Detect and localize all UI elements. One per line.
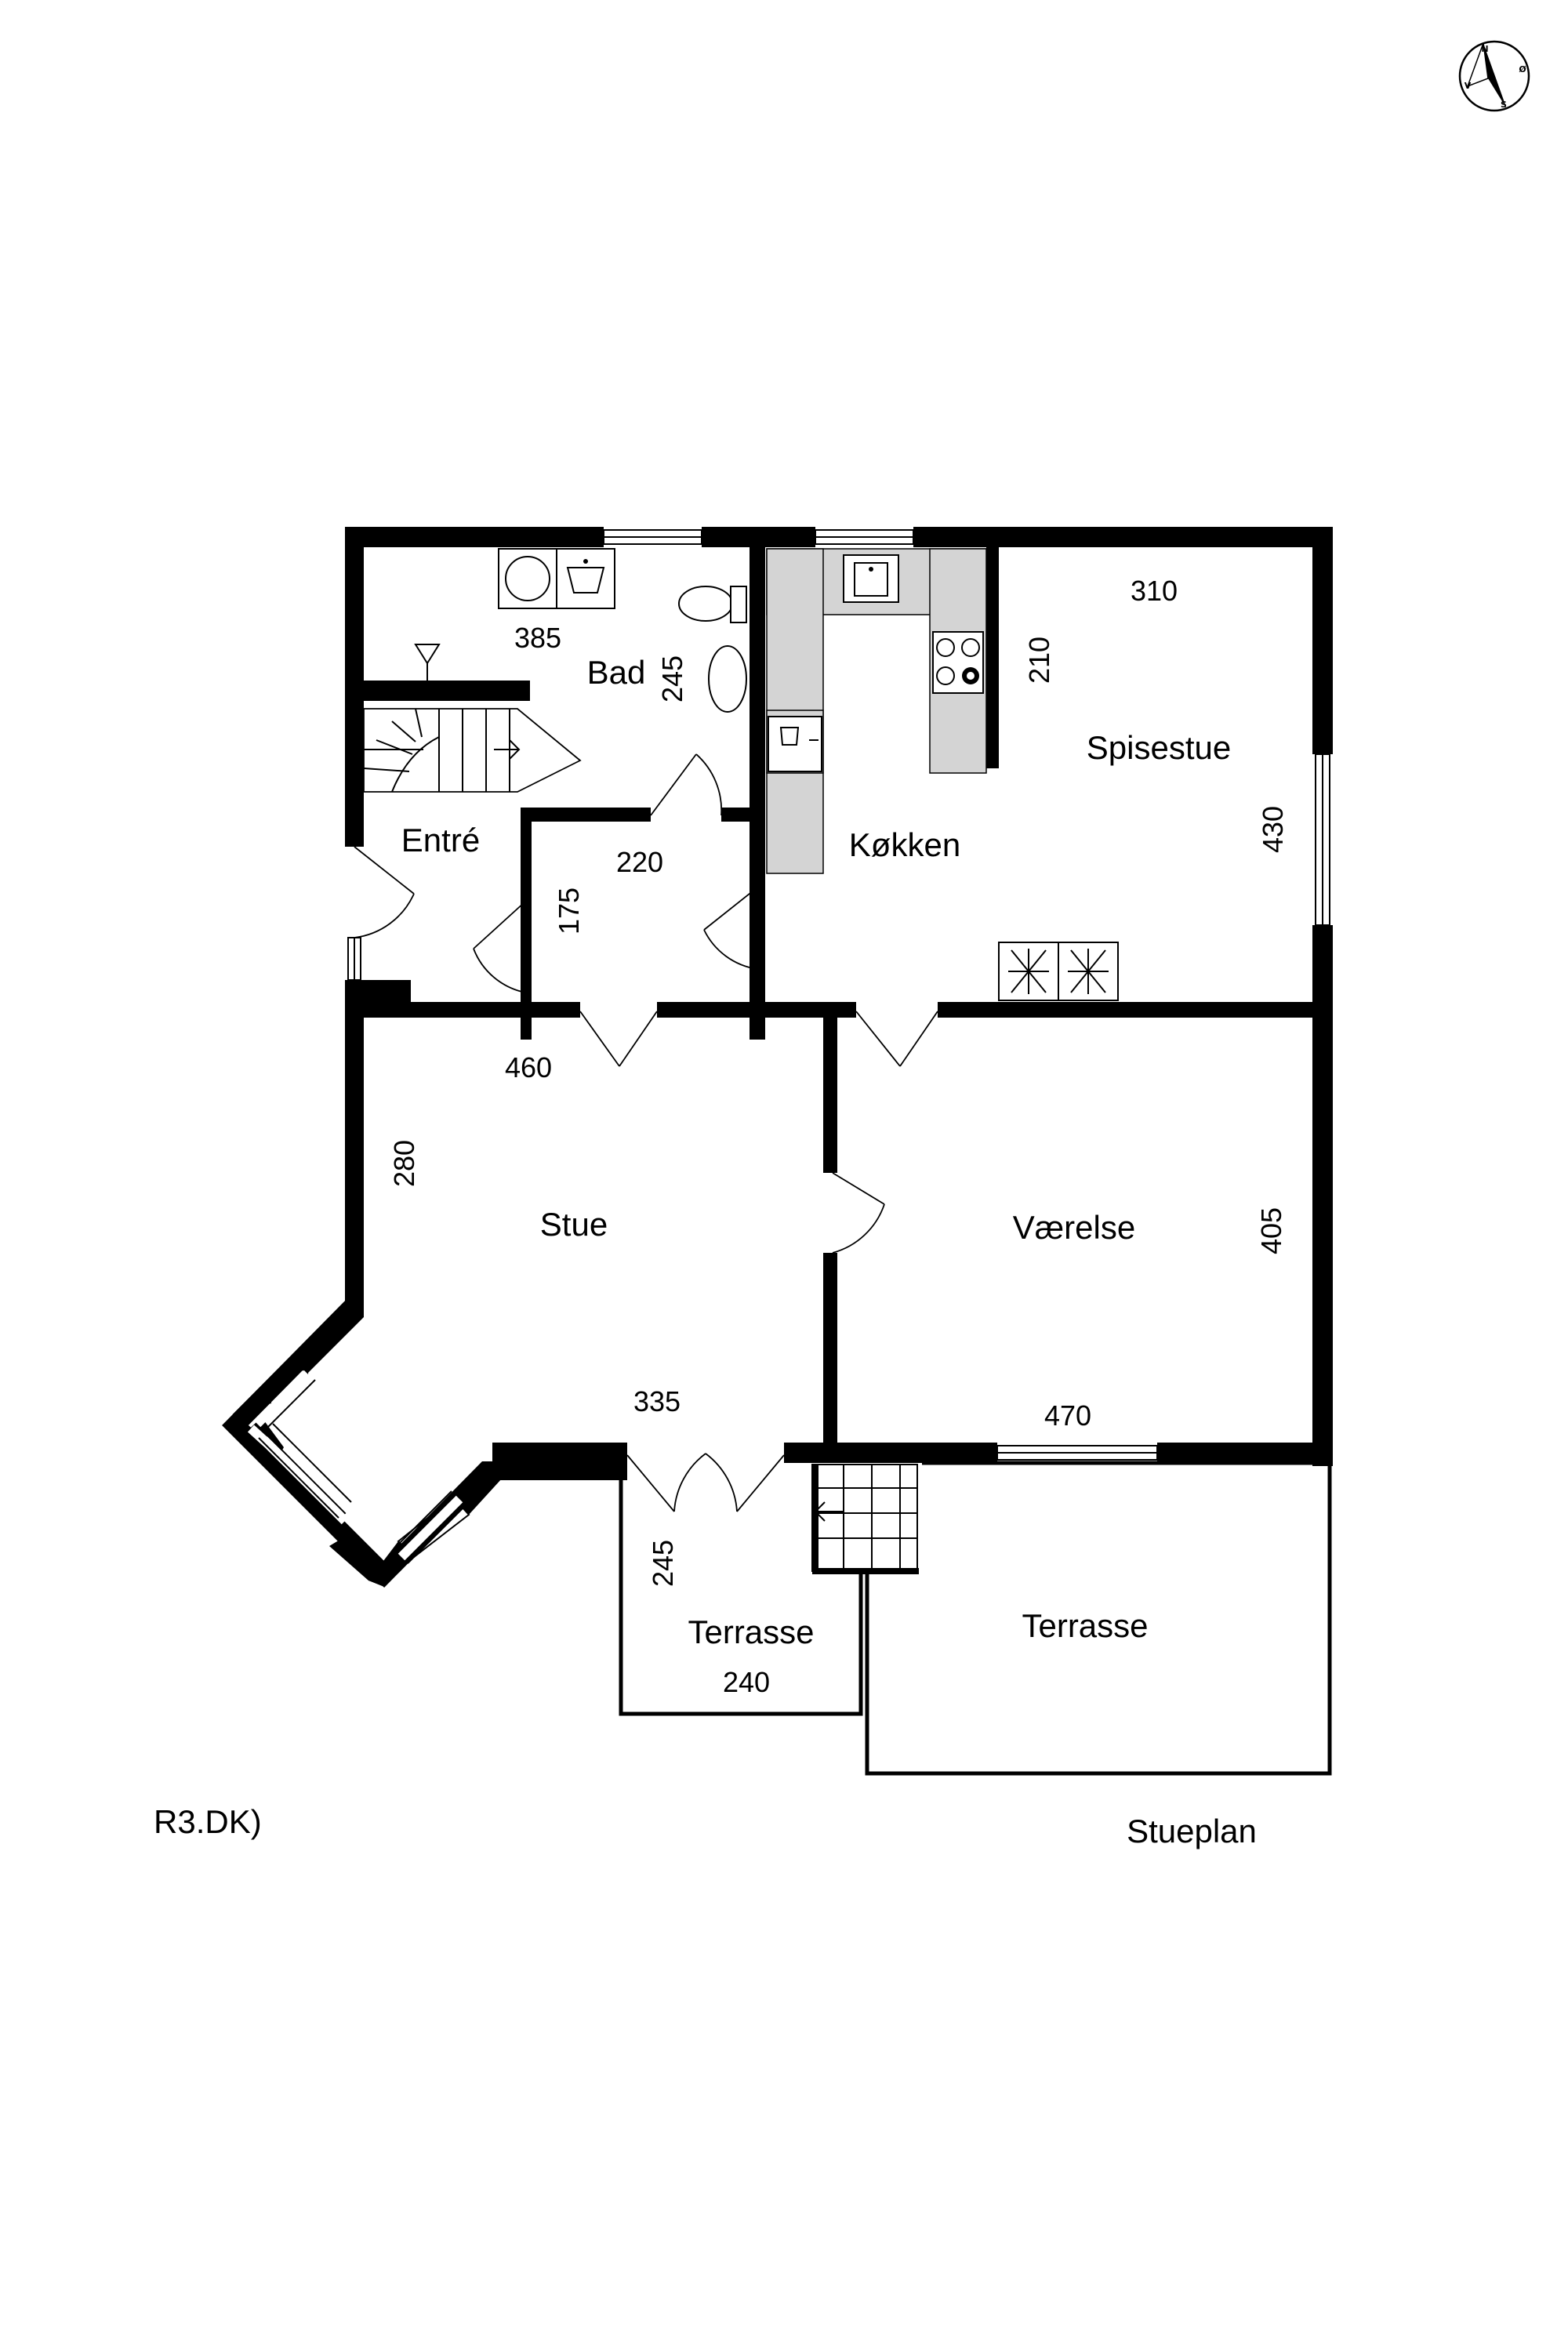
room-terrasse-large: Terrasse	[1022, 1607, 1148, 1644]
heater-left	[1008, 949, 1049, 994]
fixtures	[414, 548, 1119, 1001]
dimension-labels: 385 245 220 175 210 310 430 460 280 335 …	[388, 575, 1289, 1698]
doors	[354, 753, 938, 1512]
room-entre: Entré	[401, 822, 480, 858]
compass-south: S	[1501, 100, 1507, 110]
dim-stue-width-top: 460	[505, 1051, 552, 1083]
dim-stue-depth: 280	[388, 1140, 420, 1187]
dim-kitchen-depth: 210	[1023, 637, 1055, 684]
dim-bad-depth: 245	[656, 655, 688, 702]
room-spisestue: Spisestue	[1087, 729, 1231, 766]
dim-hall-width: 220	[616, 846, 663, 878]
room-bad: Bad	[587, 654, 646, 691]
dim-vaerelse-depth: 405	[1255, 1207, 1287, 1254]
dim-dining-depth: 430	[1257, 806, 1289, 853]
compass-west: V	[1465, 81, 1472, 91]
dim-vaerelse-width: 470	[1044, 1399, 1091, 1432]
compass: N Ø S V	[1458, 40, 1530, 112]
source-caption: R3.DK)	[154, 1803, 262, 1840]
stair-terrace	[811, 1464, 919, 1574]
heater-right	[1068, 949, 1109, 994]
room-labels: Bad Entré Køkken Spisestue Stue Værelse …	[401, 654, 1231, 1650]
plan-caption: Stueplan	[1127, 1813, 1257, 1849]
bath-basin	[708, 645, 747, 713]
room-stue: Stue	[540, 1206, 608, 1243]
room-kokken: Køkken	[849, 826, 960, 863]
compass-east: Ø	[1519, 64, 1526, 74]
room-terrasse-small: Terrasse	[688, 1613, 814, 1650]
toilet	[678, 586, 733, 622]
terraces	[619, 1461, 1332, 1776]
walls	[232, 527, 1333, 1587]
compass-north: N	[1481, 44, 1488, 54]
dim-terrasse-width: 240	[723, 1666, 770, 1698]
dim-dining-width: 310	[1131, 575, 1178, 607]
dim-terrasse-depth: 245	[647, 1540, 679, 1587]
stair-upper	[363, 708, 582, 793]
dim-bad-width: 385	[514, 622, 561, 654]
room-vaerelse: Værelse	[1013, 1209, 1135, 1246]
dim-hall-depth: 175	[553, 887, 585, 935]
bath-sink	[556, 548, 615, 609]
dim-stue-width-bottom: 335	[633, 1385, 681, 1417]
